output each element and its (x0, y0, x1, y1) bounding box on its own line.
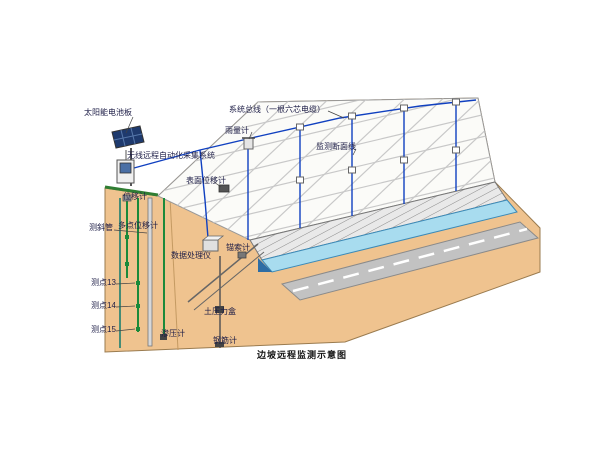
label-section-line: 监测断面线 (316, 142, 356, 151)
label-anchor-meter: 锚索计 (226, 243, 250, 252)
label-earth-pressure: 土压力盒 (204, 307, 236, 316)
rebar-meter-sensor (215, 342, 224, 347)
label-system-bus: 系统总线（一根六芯电缆） (229, 105, 325, 114)
inclinometer-tube (147, 197, 153, 347)
label-seepage: 渗压计 (161, 329, 185, 338)
vegetation-strip (104, 185, 159, 197)
label-solar-panel: 太阳能电池板 (84, 108, 132, 117)
label-surface-disp: 表面位移计 (186, 176, 226, 185)
seepage-sensor (160, 334, 167, 340)
measure-point-13-marker (136, 281, 140, 285)
boreholes (119, 194, 265, 348)
label-disp-meter: 位移计 (123, 192, 147, 201)
anchor-meter-sensor (237, 251, 247, 259)
label-data-processor: 数据处理仪 (171, 251, 211, 260)
cable-to-processor (199, 149, 209, 239)
anchor-cable-2 (193, 251, 265, 311)
road (280, 221, 540, 301)
label-rain-gauge: 雨量计 (225, 126, 249, 135)
label-point-14: 测点14 (91, 301, 116, 310)
label-point-15: 测点15 (91, 325, 116, 334)
road-centerline (292, 227, 528, 293)
slope-face (157, 97, 496, 241)
measure-point-14-marker (136, 304, 140, 308)
rain-gauge-icon (242, 137, 255, 150)
label-wireless-system: 无线远程自动化采集系统 (127, 151, 215, 160)
measure-point-15-marker (136, 327, 140, 331)
displacement-meter-head (122, 194, 132, 202)
data-processor-box (201, 235, 225, 252)
earth-pressure-cell (215, 306, 224, 313)
label-rebar: 钢筋计 (213, 336, 237, 345)
drain-channel (258, 199, 518, 273)
label-point-13: 测点13 (91, 278, 116, 287)
leader-lines (113, 110, 357, 332)
solar-panel (111, 125, 145, 186)
surface-displacement-device (218, 184, 230, 193)
diagram-caption: 边坡远程监测示意图 (257, 350, 348, 360)
equipment-cabinet (116, 150, 135, 184)
label-multi-disp: 多点位移计 (118, 221, 158, 230)
label-inclinometer: 测斜管 (89, 223, 113, 232)
monitor-boxes (296, 98, 460, 184)
